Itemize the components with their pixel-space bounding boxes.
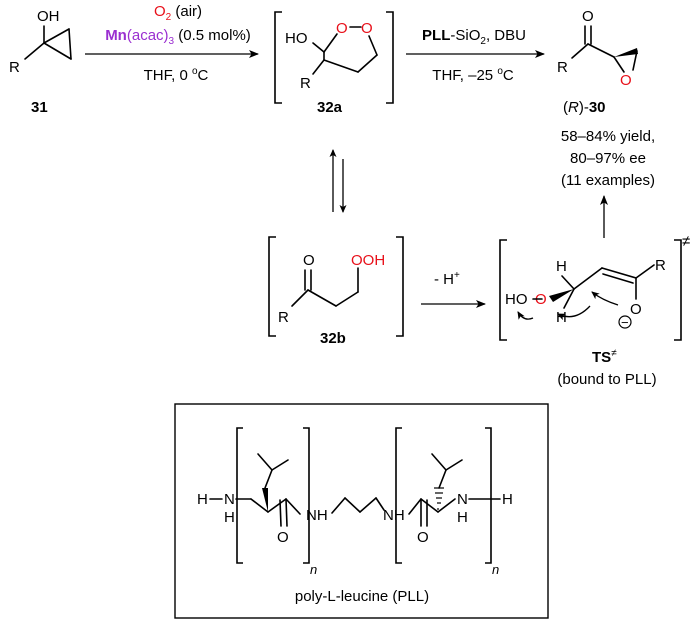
intermediate-32a: HO O O R 32a — [274, 11, 394, 116]
right-amide-n: N — [457, 491, 468, 508]
right-terminal-h: H — [502, 491, 513, 508]
svg-text:THF, 0 oC: THF, 0 oC — [144, 66, 209, 84]
left-terminal-h: H — [197, 491, 208, 508]
pll-structure: n n H N H O NH NH O — [174, 403, 549, 619]
right-carbonyl-o: O — [417, 529, 429, 546]
ts-charge-symbol: − — [621, 315, 629, 330]
negative-charge-icon — [618, 315, 632, 329]
left-amide-h: H — [224, 509, 235, 526]
oxygen-label: O — [154, 3, 166, 20]
manganese-catalyst-label: Mn — [105, 27, 127, 44]
pll-label: PLL — [422, 27, 450, 44]
r-group-label: R — [300, 75, 311, 92]
ts-label: TS≠ — [592, 348, 617, 366]
right-linker-nh: NH — [383, 507, 405, 524]
examples-text: (11 examples) — [561, 172, 655, 189]
compound-31: OH R 31 — [9, 8, 72, 116]
ketone-oxygen: O — [303, 252, 315, 269]
intermediate-32b: O R OOH 32b — [268, 236, 404, 347]
deprotonation-step: - H+ — [421, 270, 486, 308]
compound-32b-number: 32b — [320, 330, 346, 347]
peroxide-oxygen-1: O — [336, 20, 348, 37]
equilibrium-arrows — [329, 149, 347, 213]
ts-double-dagger: ≠ — [682, 233, 690, 250]
svg-text:THF, –25 oC: THF, –25 oC — [432, 66, 514, 84]
epoxide-oxygen: O — [620, 72, 632, 89]
step2-conditions: PLL-SiO2, DBU THF, –25 oC — [406, 27, 545, 84]
ts-hydrogen-top: H — [556, 258, 567, 275]
r-group-label: R — [9, 59, 20, 76]
step1-conditions: O2 (air) Mn(acac)3 (0.5 mol%) THF, 0 oC — [85, 3, 259, 84]
transition-state: ≠ H H R O − O HO TS≠ (bound to PLL) — [499, 233, 690, 388]
ee-text: 80–97% ee — [570, 150, 646, 167]
hydroxyl-label: OH — [37, 8, 60, 25]
right-repeat-n: n — [492, 562, 499, 577]
ts-hydroxyl: HO — [505, 291, 528, 308]
left-repeat-n: n — [310, 562, 317, 577]
product-30: O R O (R)-30 58–84% yield, 80–97% ee (11… — [557, 8, 655, 189]
svg-text:PLL-SiO2, DBU: PLL-SiO2, DBU — [422, 27, 526, 47]
pll-caption: poly-L-leucine (PLL) — [295, 588, 429, 605]
left-linker-nh: NH — [306, 507, 328, 524]
carbonyl-oxygen: O — [582, 8, 594, 25]
right-amide-h: H — [457, 509, 468, 526]
hydroxyl-label: HO — [285, 30, 308, 47]
ts-enolate-oxygen: O — [630, 301, 642, 318]
compound-32a-number: 32a — [317, 99, 343, 116]
left-carbonyl-o: O — [277, 529, 289, 546]
left-amide-n: N — [224, 491, 235, 508]
yield-text: 58–84% yield, — [561, 128, 655, 145]
r-group-label: R — [557, 59, 568, 76]
ts-hydrogen-bottom: H — [556, 309, 567, 326]
hydroperoxide-group: OOH — [351, 252, 385, 269]
r-group-label: R — [655, 257, 666, 274]
ts-note: (bound to PLL) — [557, 371, 656, 388]
compound-31-number: 31 — [31, 99, 48, 116]
compound-30-label: (R)-30 — [563, 99, 606, 116]
pll-box — [174, 403, 549, 619]
svg-text:O2 (air): O2 (air) — [154, 3, 202, 23]
deprotonation-label: - H+ — [434, 270, 460, 288]
svg-text:Mn(acac)3 (0.5 mol%): Mn(acac)3 (0.5 mol%) — [105, 27, 251, 47]
r-group-label: R — [278, 309, 289, 326]
peroxide-oxygen-2: O — [361, 20, 373, 37]
